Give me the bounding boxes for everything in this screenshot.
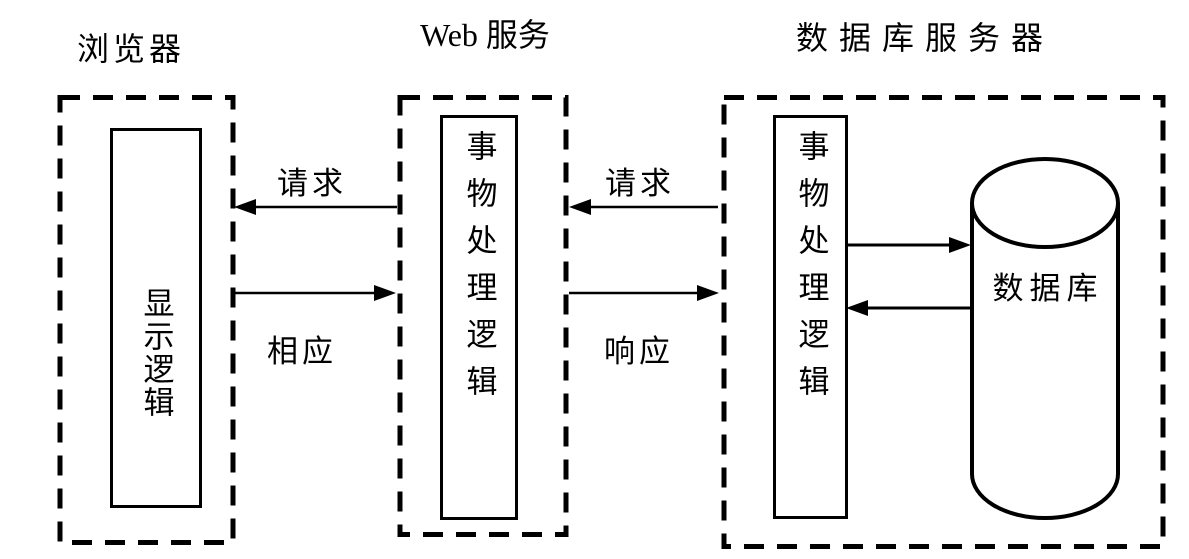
logic-to-database-arrow [846,237,971,253]
arrowhead-right-icon [697,285,719,301]
request-label-web-db: 请求 [605,166,675,201]
web-transaction-logic-box [440,115,518,520]
arrowhead-left-icon [234,199,256,215]
database-server-dashed-box [721,95,1166,549]
display-logic-label: 显示逻辑 [138,287,174,419]
arrowhead-right-icon [374,285,396,301]
arrowhead-right-icon [949,237,971,253]
database-cylinder-top [970,157,1120,249]
web-service-dashed-box [397,95,569,537]
arrowhead-left-icon [569,199,591,215]
database-label: 数据库 [992,271,1104,306]
arrowhead-left-icon [846,300,868,316]
response-label-browser-web: 相应 [267,334,337,369]
web-transaction-logic-label: 事物处理逻辑 [461,130,497,412]
display-logic-box [110,128,202,508]
response-arrow-browser-to-web [234,285,396,301]
browser-dashed-box [57,95,236,545]
db-transaction-logic-box [773,115,848,519]
response-arrow-web-to-db [569,285,719,301]
db-transaction-logic-label: 事物处理逻辑 [793,130,829,412]
request-arrow-db-to-web [569,199,718,215]
web-service-title: Web 服务 [420,17,550,53]
database-cylinder [970,157,1120,520]
database-cylinder-body [970,203,1120,520]
response-label-web-db: 响应 [604,334,674,369]
request-label-browser-web: 请求 [277,166,347,201]
request-arrow-web-to-browser [234,199,397,215]
browser-title: 浏览器 [76,31,186,67]
database-to-logic-arrow [846,300,971,316]
database-server-title: 数据库服务器 [795,20,1055,56]
